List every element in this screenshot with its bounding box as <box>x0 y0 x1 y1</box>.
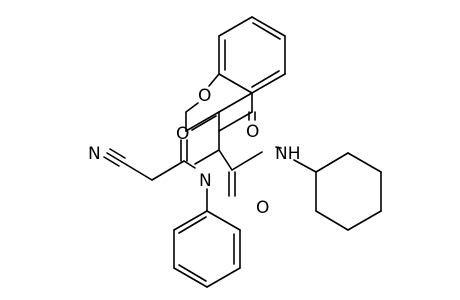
ketone-oxygen-label: O <box>246 122 259 142</box>
ring-oxygen-label: O <box>198 86 211 106</box>
acyl-oxygen-label: O <box>176 124 189 144</box>
ketone-carbonyl <box>248 111 256 121</box>
n-phenyl-ring <box>173 188 241 288</box>
chromone-benzene-ring <box>218 16 286 94</box>
cyclohexyl-ring <box>315 152 382 231</box>
backbone-bonds <box>194 130 282 197</box>
amide-nh-label: NH <box>275 144 301 164</box>
nitrile-nitrogen-label: N <box>88 144 101 164</box>
chromone-pyranone-ring <box>185 73 253 132</box>
amide-oxygen-label: O <box>256 198 269 218</box>
amide-nh-bonds <box>293 159 317 173</box>
amine-nitrogen-label: N <box>199 171 212 191</box>
cyanoacetyl-chain <box>103 139 196 181</box>
